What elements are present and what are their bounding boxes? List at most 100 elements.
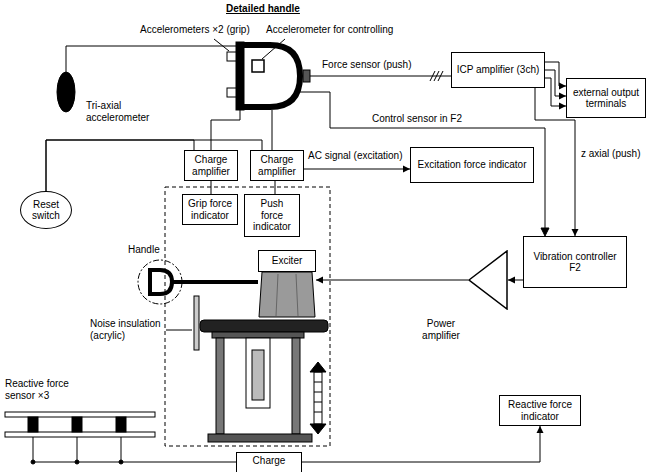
annotation-label: Accelerometers ×2 (grip)	[140, 24, 250, 36]
controller-box: Vibration controller F2	[523, 236, 627, 288]
force-sensor	[72, 417, 82, 432]
node-label: Reactive force indicator	[504, 399, 576, 422]
arrow-head	[508, 277, 515, 284]
reactive-sensors	[5, 412, 236, 464]
junction-dot	[75, 460, 79, 464]
sensor-wire	[310, 76, 451, 77]
sensor-plate	[5, 432, 155, 437]
control-wire	[297, 92, 545, 229]
acrylic-plate	[194, 296, 199, 350]
connector	[316, 277, 468, 284]
output-terminals-box: external output terminals	[566, 78, 646, 118]
indicator-box: Push force indicator	[244, 194, 300, 237]
connector-line	[304, 169, 410, 170]
node-label: Charge	[253, 455, 286, 467]
text-holder: external output terminals	[571, 87, 641, 110]
annotation-label: Control sensor in F2	[372, 113, 462, 125]
connector-line	[46, 140, 194, 191]
stand-plate	[212, 332, 304, 338]
text-holder: ICP amplifier (3ch)	[457, 64, 540, 76]
arrow-head	[541, 228, 549, 236]
height-arrow	[314, 412, 322, 413]
annotation-label: Tri-axial accelerometer	[86, 100, 158, 123]
mount-slab	[200, 320, 328, 332]
arrow-head	[537, 426, 544, 433]
leader-line	[214, 39, 229, 51]
annotation-label: Noise insulation (acrylic)	[90, 318, 162, 341]
handle-frame	[244, 45, 300, 107]
text-holder: Exciter	[258, 250, 316, 272]
text-holder: Excitation force indicator	[418, 159, 527, 171]
height-arrow	[314, 372, 322, 424]
lift-column	[246, 338, 270, 408]
grip-accelerometer	[227, 88, 236, 97]
amplifier-triangle	[469, 251, 507, 309]
stand-leg	[216, 338, 224, 434]
leader-line	[262, 39, 285, 59]
handle-symbol	[150, 268, 172, 296]
edge-label: z axial (push)	[580, 148, 641, 160]
annotation-label: Accelerometer for controlling	[266, 24, 393, 36]
connector-line	[545, 70, 566, 96]
node-label: external output terminals	[571, 87, 641, 110]
edge-label: AC signal (excitation)	[307, 150, 403, 162]
node-label: Grip force indicator	[187, 198, 233, 221]
stand-base	[208, 434, 312, 442]
height-arrow	[310, 424, 326, 434]
arrow-head	[559, 103, 566, 110]
text-holder: Reactive force indicator	[504, 399, 576, 422]
dashed-frame	[165, 187, 330, 446]
node-label: Power amplifier	[412, 318, 470, 341]
force-sensor	[303, 70, 310, 82]
annotation-label: Force sensor (push)	[322, 59, 411, 71]
indicator-box: Grip force indicator	[182, 194, 238, 225]
reset-switch: Reset switch	[20, 191, 72, 229]
sensor-wire	[66, 46, 236, 72]
node-label: Charge amplifier	[255, 154, 299, 177]
exciter: Exciter	[258, 250, 316, 318]
exciter-shade	[276, 274, 278, 316]
grip-bar	[236, 42, 244, 110]
connector-line	[46, 140, 262, 191]
node-label: Reset switch	[25, 199, 67, 222]
amplifier-box: ICP amplifier (3ch)	[451, 52, 545, 88]
height-arrow	[314, 382, 322, 383]
connector	[46, 140, 194, 191]
exciter-assembly	[138, 187, 330, 446]
sensor-wire	[272, 110, 273, 150]
arrow-head	[316, 277, 323, 284]
grip-accelerometer	[227, 52, 236, 61]
text-holder: Push force indicator	[249, 198, 295, 233]
text-holder: Grip force indicator	[187, 198, 233, 221]
text-holder: Reset switch	[25, 199, 67, 222]
node-label: Exciter	[272, 255, 303, 267]
sensor-wire	[77, 437, 78, 462]
amplifier-shape	[468, 250, 508, 310]
connector-line	[302, 426, 540, 462]
node-label: Vibration controller F2	[528, 251, 622, 274]
drive-rod	[172, 280, 258, 284]
indicator-box: Excitation force indicator	[410, 147, 534, 183]
connector-line	[545, 78, 566, 106]
annotation-label: Handle	[128, 244, 160, 256]
amplifier-triangle: Power amplifier	[468, 250, 508, 310]
channel-mark	[438, 71, 443, 81]
connector-line	[211, 181, 212, 194]
text-holder: Vibration controller F2	[528, 251, 622, 274]
junction-dot	[31, 460, 35, 464]
force-sensor	[116, 417, 126, 432]
control-accelerometer	[252, 60, 264, 72]
node-label: Excitation force indicator	[418, 159, 527, 171]
arrow-head	[572, 229, 579, 236]
text-holder: Charge	[253, 455, 286, 467]
connector	[302, 426, 544, 462]
connector	[545, 70, 566, 100]
lift-column	[252, 350, 264, 400]
connector	[46, 140, 262, 191]
node-label: Charge amplifier	[189, 154, 233, 177]
title: Detailed handle	[226, 3, 300, 15]
exciter-shade	[296, 274, 298, 316]
handle-detail	[57, 39, 549, 236]
leader-line	[166, 330, 192, 331]
arrow-head	[559, 83, 566, 90]
